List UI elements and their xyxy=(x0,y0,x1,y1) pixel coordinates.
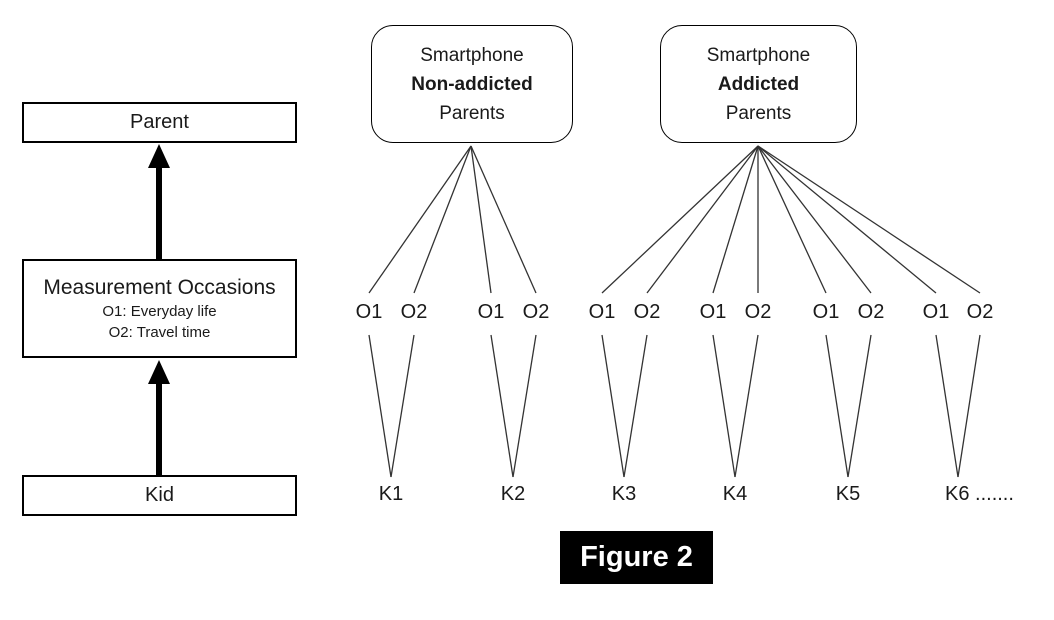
group-box-addicted: Smartphone Addicted Parents xyxy=(660,25,857,143)
occasion-label-k6-o2: O2 xyxy=(966,301,994,323)
upward-arrow-kid-to-occasions xyxy=(148,360,170,475)
parent-box: Parent xyxy=(22,102,297,143)
occasion-label-k1-o2: O2 xyxy=(400,301,428,323)
kid-label-k2: K2 xyxy=(500,483,526,505)
kid-label-k6: K6 ....... xyxy=(945,483,1014,505)
group1-line1: Smartphone xyxy=(420,44,524,66)
occasion-label-k2-o2: O2 xyxy=(522,301,550,323)
occasion-label-k5-o2: O2 xyxy=(857,301,885,323)
group1-line3: Parents xyxy=(439,102,505,124)
occasion-label-k6-o1: O1 xyxy=(922,301,950,323)
kid-box: Kid xyxy=(22,475,297,516)
occasion-label-k1-o1: O1 xyxy=(355,301,383,323)
group-box-non-addicted: Smartphone Non-addicted Parents xyxy=(371,25,573,143)
group1-line2: Non-addicted xyxy=(411,73,533,95)
kid-label-k3: K3 xyxy=(611,483,637,505)
figure-caption-text: Figure 2 xyxy=(580,541,693,573)
fan-lines-addicted xyxy=(601,145,981,294)
occasion-to-kid-lines xyxy=(368,334,981,478)
group2-line3: Parents xyxy=(725,102,792,124)
upward-arrow-occasions-to-parent xyxy=(148,144,170,259)
kid-label-k5: K5 xyxy=(835,483,861,505)
fan-lines-non-addicted xyxy=(368,145,537,294)
figure-caption: Figure 2 xyxy=(560,531,713,584)
occasion-label-k4-o2: O2 xyxy=(744,301,772,323)
occasion-label-k3-o1: O1 xyxy=(588,301,616,323)
group2-line1: Smartphone xyxy=(706,44,811,66)
kid-box-label: Kid xyxy=(145,484,174,506)
measurement-occasions-title: Measurement Occasions xyxy=(43,276,276,299)
occasion-label-k2-o1: O1 xyxy=(477,301,505,323)
kid-label-k4: K4 xyxy=(722,483,748,505)
occasion-label-k5-o1: O1 xyxy=(812,301,840,323)
occasion-label-k3-o2: O2 xyxy=(633,301,661,323)
occasion-definition-2: O2: Travel time xyxy=(108,324,211,341)
group2-line2: Addicted xyxy=(717,73,800,95)
kid-label-k1: K1 xyxy=(378,483,404,505)
parent-box-label: Parent xyxy=(130,111,189,133)
occasion-label-k4-o1: O1 xyxy=(699,301,727,323)
occasion-definition-1: O1: Everyday life xyxy=(102,303,217,320)
measurement-occasions-box: Measurement Occasions O1: Everyday life … xyxy=(22,259,297,358)
